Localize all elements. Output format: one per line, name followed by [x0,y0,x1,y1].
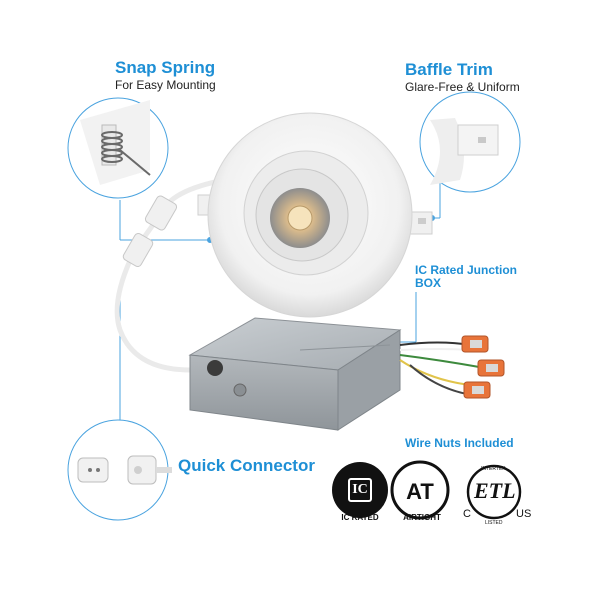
etl-badge [466,464,522,520]
snap-spring-title: Snap Spring [115,58,216,77]
etl-c-label: C [463,508,471,520]
etl-top-text: INTERTEK [481,466,506,472]
snap-spring-subtitle: For Easy Mounting [115,78,216,92]
ic-rated-mark: IC [352,482,368,497]
junction-box-title-line1: IC Rated Junction [415,263,518,277]
wire-nut-group [461,335,505,399]
quick-connector-zoom-circle [67,419,172,521]
airtight-label: AIRTIGHT [403,513,441,522]
inline-connector [122,195,178,268]
junction-box-title: IC Rated Junction BOX [415,264,535,290]
power-cable [114,177,226,373]
baffle-trim-title: Baffle Trim [405,60,493,79]
airtight-mark: AT [406,479,434,504]
baffle-trim-subtitle: Glare-Free & Uniform [405,80,520,94]
etl-bottom-text: LISTED [485,520,503,526]
ic-rated-badge [332,462,388,518]
etl-us-label: US [516,508,532,520]
snap-spring-zoom-circle [67,97,169,199]
junction-box [188,317,402,431]
downlight-trim [207,112,413,318]
wire-nuts-title: Wire Nuts Included [405,436,514,450]
baffle-trim-zoom-circle [419,91,521,193]
airtight-badge [390,460,450,520]
quick-connector-title: Quick Connector [178,456,315,475]
ic-rated-label: IC RATED [341,513,379,522]
junction-box-title-line2: BOX [415,276,442,290]
etl-mark: ETL [474,478,516,503]
